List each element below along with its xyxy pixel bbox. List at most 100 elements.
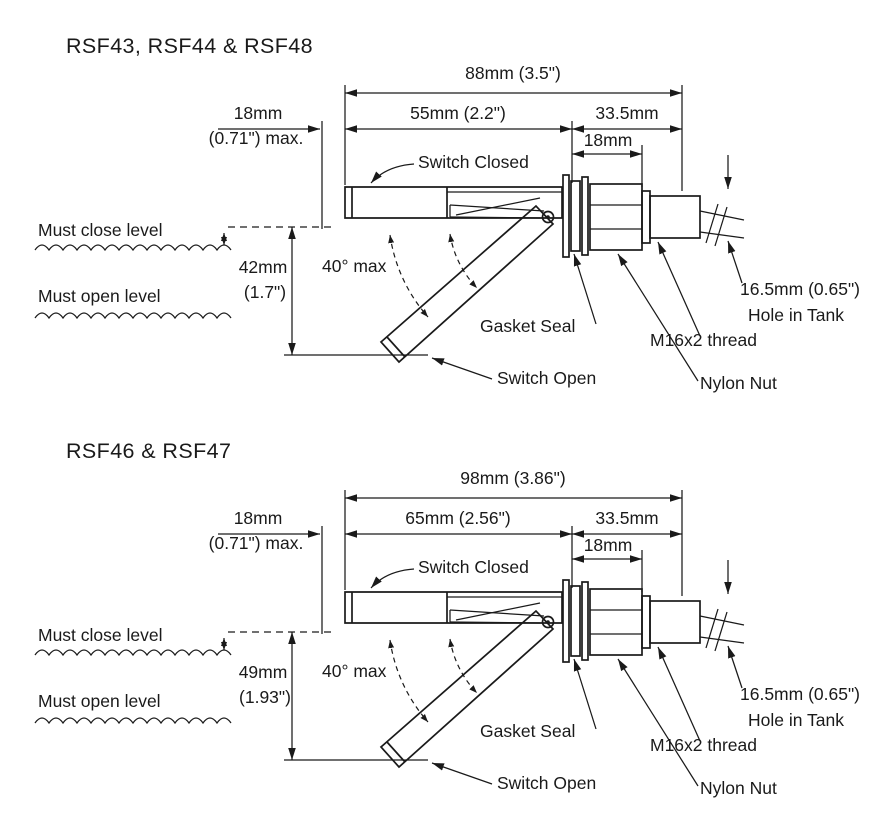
level-span-note: (1.93") — [239, 687, 291, 707]
dimension-overall: 88mm (3.5") — [344, 63, 683, 191]
float-arm-closed — [449, 602, 545, 624]
gasket-washer — [562, 174, 570, 258]
gasket-washer — [581, 176, 589, 256]
cable-wire — [699, 231, 745, 239]
leader-line — [573, 658, 597, 730]
float-arm-closed — [449, 197, 545, 219]
pivot-dot — [546, 620, 550, 624]
dimension-left-offset-note: (0.71") max. — [209, 533, 304, 553]
hole-dimension: 16.5mm (0.65") Hole in Tank — [724, 560, 860, 730]
cable-break-mark — [705, 203, 719, 244]
rotation-arcs: 40° max — [322, 233, 478, 318]
diagram-title: RSF43, RSF44 & RSF48 — [66, 34, 313, 58]
float-switch-diagram: RSF43, RSF44 & RSF48 88mm (3.5") 55mm (2… — [34, 34, 860, 393]
must-open-level: Must open level — [34, 691, 232, 725]
dimension-thread-label: 18mm — [584, 130, 633, 150]
gasket-seal-callout: Gasket Seal — [480, 658, 597, 741]
nylon-nut-callout: Nylon Nut — [617, 658, 777, 798]
switch-closed-callout: Switch Closed — [370, 557, 529, 589]
dimension-nut-section: 33.5mm — [572, 103, 682, 133]
pivot — [541, 615, 555, 629]
switch-closed-callout: Switch Closed — [370, 152, 529, 184]
leader-line — [617, 253, 699, 382]
water-wave — [34, 244, 232, 252]
thread-cylinder — [649, 195, 701, 239]
arm-edge — [449, 621, 541, 624]
switch-closed-label: Switch Closed — [418, 557, 529, 577]
dimension-overall-label: 88mm (3.5") — [465, 63, 561, 83]
must-close-level: Must close level — [34, 220, 332, 252]
arm-outline — [379, 609, 555, 769]
gasket-seal-callout: Gasket Seal — [480, 253, 597, 336]
gasket-washer — [562, 579, 570, 663]
diagram-title: RSF46 & RSF47 — [66, 439, 231, 463]
must-open-level: Must open level — [34, 286, 232, 320]
washer — [641, 190, 651, 244]
arm-edge — [449, 204, 545, 212]
leader-line — [431, 762, 493, 785]
dimension-body-label: 55mm (2.2") — [410, 103, 506, 123]
hole-size-label: 16.5mm (0.65") — [740, 684, 860, 704]
arm-end-cap — [386, 741, 406, 763]
cable-wire — [699, 210, 745, 221]
float-arm-open — [379, 204, 555, 364]
washer — [641, 595, 651, 649]
leader-line — [573, 253, 597, 325]
pivot-ring — [541, 210, 555, 224]
nylon-nut-body — [589, 588, 643, 656]
cable-break-mark — [714, 206, 728, 247]
gasket-washer — [570, 180, 581, 252]
switch-closed-label: Switch Closed — [418, 152, 529, 172]
nylon-nut-body — [589, 183, 643, 251]
leader-line — [657, 646, 701, 742]
leader-line — [431, 357, 493, 380]
arm-edge — [449, 216, 541, 219]
dimension-nut-section: 33.5mm — [572, 508, 682, 538]
switch-open-callout: Switch Open — [431, 357, 596, 388]
hole-arrow-bottom — [727, 645, 743, 689]
must-close-level: Must close level — [34, 625, 332, 657]
body-outline — [344, 186, 563, 219]
nylon-nut-label: Nylon Nut — [700, 778, 777, 798]
must-close-level-label: Must close level — [38, 220, 163, 240]
switch-open-callout: Switch Open — [431, 762, 596, 793]
water-wave — [34, 312, 232, 320]
pivot-ring — [541, 615, 555, 629]
thread-label: M16x2 thread — [650, 330, 757, 350]
rotation-arc — [388, 234, 429, 318]
arm-end-cap — [386, 336, 406, 358]
cable-wire — [699, 615, 745, 626]
angle-label: 40° max — [322, 256, 387, 276]
mounting-assembly — [562, 174, 745, 258]
cable-wire — [699, 636, 745, 644]
dimension-thread-section: 18mm — [572, 535, 643, 592]
leader-line — [617, 658, 699, 787]
pivot-dot — [546, 215, 550, 219]
level-span-label: 49mm — [239, 662, 288, 682]
leader-line — [370, 163, 415, 184]
dimension-overall-label: 98mm (3.86") — [460, 468, 565, 488]
dimension-left-offset-label: 18mm — [234, 103, 283, 123]
dimension-nut-label: 33.5mm — [595, 508, 658, 528]
dimension-thread-section: 18mm — [572, 130, 643, 187]
water-wave — [34, 649, 232, 657]
nylon-nut-label: Nylon Nut — [700, 373, 777, 393]
switch-open-label: Switch Open — [497, 368, 596, 388]
must-open-level-label: Must open level — [38, 286, 161, 306]
dimension-nut-label: 33.5mm — [595, 103, 658, 123]
must-open-level-label: Must open level — [38, 691, 161, 711]
float-switch-diagram: RSF46 & RSF47 98mm (3.86") 65mm (2.56") … — [34, 439, 860, 798]
rotation-arc — [388, 639, 429, 723]
dimension-left-offset: 18mm (0.71") max. — [209, 103, 323, 229]
body-outline — [344, 591, 563, 624]
rotation-arc — [448, 233, 478, 289]
thread-callout: M16x2 thread — [650, 241, 757, 350]
dimension-left-offset-note: (0.71") max. — [209, 128, 304, 148]
mounting-assembly — [562, 579, 745, 663]
level-span-label: 42mm — [239, 257, 288, 277]
switch-open-label: Switch Open — [497, 773, 596, 793]
switch-body — [344, 591, 563, 624]
hole-note-label: Hole in Tank — [748, 305, 844, 325]
water-wave — [34, 717, 232, 725]
